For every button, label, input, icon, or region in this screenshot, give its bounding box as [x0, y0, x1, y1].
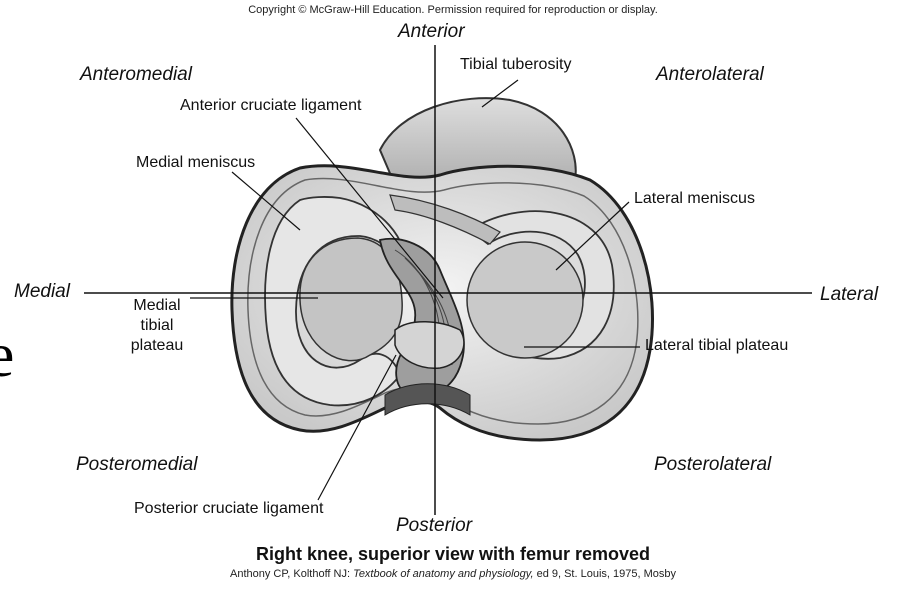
cropped-slide-text: e: [0, 319, 15, 390]
direction-posterior: Posterior: [396, 515, 473, 536]
label-medial-meniscus: Medial meniscus: [136, 154, 256, 171]
figure-citation: Anthony CP, Kolthoff NJ: Textbook of ana…: [229, 568, 676, 580]
direction-medial: Medial: [14, 281, 70, 302]
copyright-notice: Copyright © McGraw-Hill Education. Permi…: [248, 4, 658, 16]
direction-lateral: Lateral: [820, 284, 879, 305]
label-anterior-cruciate-ligament: Anterior cruciate ligament: [180, 97, 362, 114]
label-medial-tibial-plateau: Medial tibial plateau: [130, 297, 184, 354]
figure-caption: Right knee, superior view with femur rem…: [255, 544, 651, 564]
direction-posterolateral: Posterolateral: [654, 454, 772, 475]
label-posterior-cruciate-ligament: Posterior cruciate ligament: [134, 500, 324, 517]
direction-posteromedial: Posteromedial: [76, 454, 198, 475]
label-tibial-tuberosity: Tibial tuberosity: [460, 56, 572, 73]
direction-anteromedial: Anteromedial: [80, 64, 192, 85]
label-lateral-tibial-plateau: Lateral tibial plateau: [645, 337, 789, 354]
direction-anterior: Anterior: [398, 21, 465, 42]
lateral-tibial-plateau-shape: [466, 241, 584, 359]
medial-tibial-plateau-shape: [299, 237, 403, 362]
label-lateral-meniscus: Lateral meniscus: [634, 190, 755, 207]
direction-anterolateral: Anterolateral: [656, 64, 764, 85]
